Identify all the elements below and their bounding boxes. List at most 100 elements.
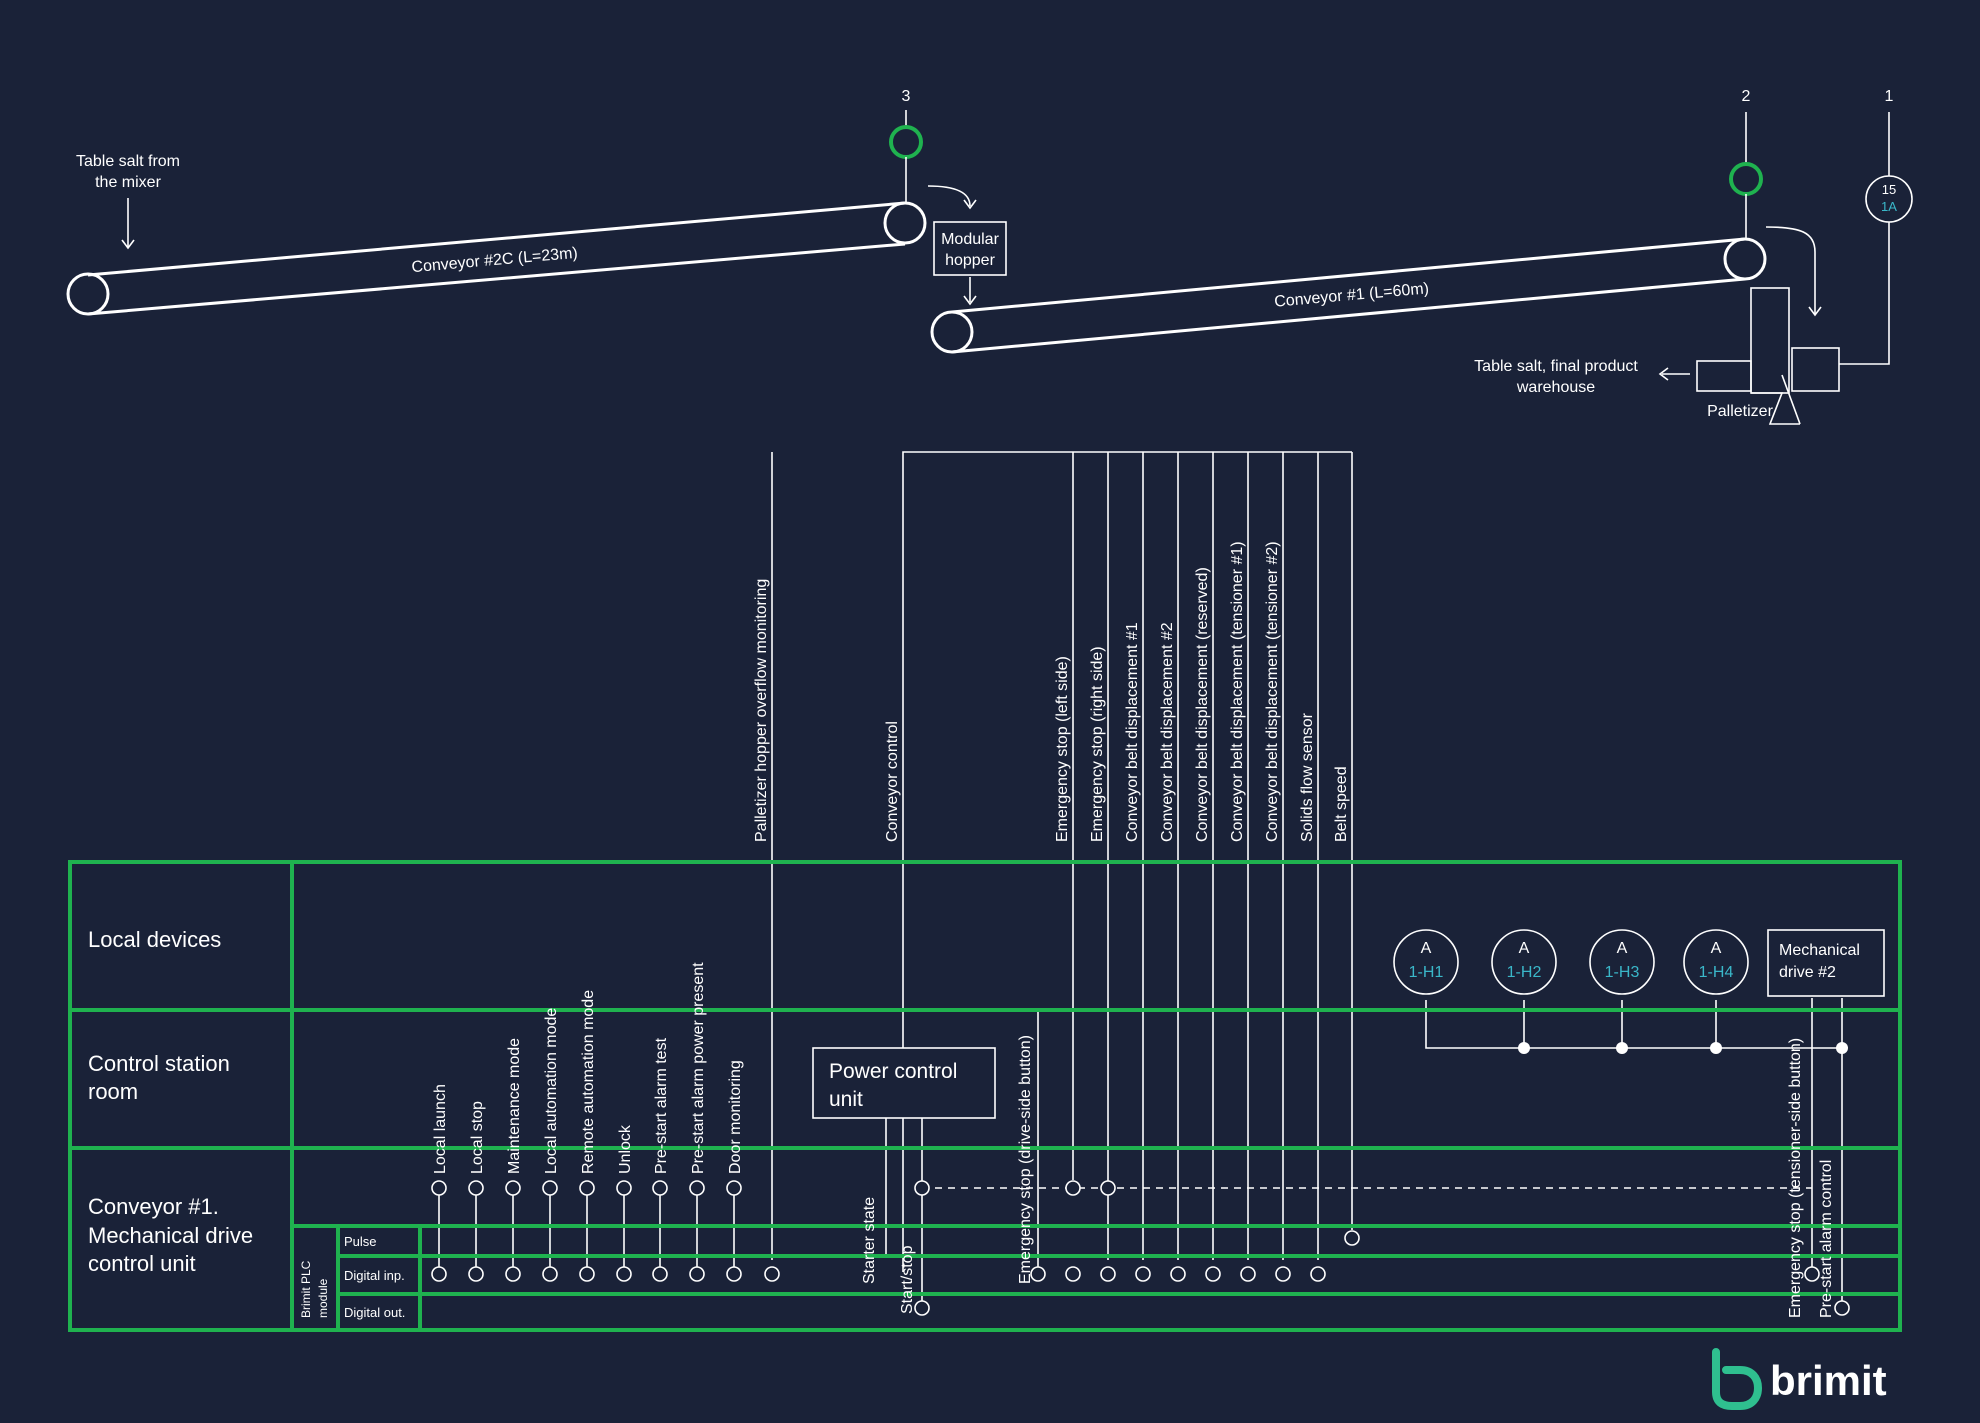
label-palletizer-overflow: Palletizer hopper overflow monitoring xyxy=(753,579,770,842)
marker-2-label: 2 xyxy=(1742,88,1751,105)
conveyor-2c-label: Conveyor #2C (L=23m) xyxy=(411,245,579,276)
unit-signal-labels: Starter state Start/stop Emergency stop … xyxy=(861,1035,1835,1318)
junction-dot xyxy=(1836,1042,1848,1054)
label-solids-flow: Solids flow sensor xyxy=(1299,712,1316,842)
sub-digital-out: Digital out. xyxy=(344,1305,405,1320)
label-displacement-2: Conveyor belt displacement #2 xyxy=(1159,622,1176,842)
label-local-launch: Local launch xyxy=(432,1084,449,1174)
marker-1-label: 1 xyxy=(1885,88,1894,105)
label-local-automation-mode: Local automation mode xyxy=(543,1008,560,1174)
row-labels: Local devices Control station room Conve… xyxy=(88,927,405,1320)
heater-1-h4-id: 1-H4 xyxy=(1699,964,1734,981)
heater-1-h1-a: A xyxy=(1421,940,1432,957)
conveyor-2c: Conveyor #2C (L=23m) xyxy=(66,201,927,316)
brimit-logo-text: brimit xyxy=(1770,1357,1887,1404)
heater-1-h2: A 1-H2 xyxy=(1491,929,1557,995)
conveyor-2c-pulley-left xyxy=(66,272,110,316)
palletizer: Palletizer Table salt, final product war… xyxy=(1474,226,1840,425)
row-local-devices: Local devices xyxy=(88,927,221,952)
label-prestart-alarm-control: Pre-start alarm control xyxy=(1818,1160,1835,1318)
power-control-unit: Power control unit xyxy=(812,1047,996,1119)
label-prestart-alarm-test: Pre-start alarm test xyxy=(653,1037,670,1174)
sensor-2-icon xyxy=(1729,162,1763,196)
row-conveyor-unit-line2: Mechanical drive xyxy=(88,1223,253,1248)
label-local-stop: Local stop xyxy=(469,1101,486,1174)
label-starter-state: Starter state xyxy=(861,1197,878,1284)
power-control-line1: Power control xyxy=(829,1060,957,1083)
label-estop-right: Emergency stop (right side) xyxy=(1089,646,1106,842)
badge-top: 15 xyxy=(1882,182,1896,197)
marker-2: 2 xyxy=(1729,88,1763,238)
hopper-label-line1: Modular xyxy=(941,231,999,248)
junction-dot xyxy=(1518,1042,1530,1054)
source-label-line2: the mixer xyxy=(95,174,161,191)
terminal-nodes xyxy=(431,1180,1850,1316)
hopper-label-line2: hopper xyxy=(945,252,995,269)
label-displacement-1: Conveyor belt displacement #1 xyxy=(1124,622,1141,842)
plc-module-line2: module xyxy=(316,1278,330,1318)
power-control-line2: unit xyxy=(829,1088,863,1111)
heater-1-h1-icon xyxy=(1393,929,1459,995)
row-conveyor-unit-line1: Conveyor #1. xyxy=(88,1194,219,1219)
mech-drive-line2: drive #2 xyxy=(1779,964,1836,981)
mechanical-drive-2: Mechanical drive #2 xyxy=(1767,929,1885,997)
heater-1-h3-id: 1-H3 xyxy=(1605,964,1640,981)
label-start-stop: Start/stop xyxy=(899,1245,916,1314)
conveyor-2c-pulley-right xyxy=(883,201,927,245)
heater-1-h2-a: A xyxy=(1519,940,1530,957)
conveyor-1-label: Conveyor #1 (L=60m) xyxy=(1274,280,1430,310)
label-estop-left: Emergency stop (left side) xyxy=(1054,656,1071,842)
label-displacement-reserved: Conveyor belt displacement (reserved) xyxy=(1194,567,1211,842)
source-label: Table salt from the mixer xyxy=(76,153,180,250)
warehouse-label-line1: Table salt, final product xyxy=(1474,358,1638,375)
sub-pulse: Pulse xyxy=(344,1234,377,1249)
label-remote-automation-mode: Remote automation mode xyxy=(580,990,597,1174)
label-displacement-tensioner-2: Conveyor belt displacement (tensioner #2… xyxy=(1264,541,1281,842)
marker-3: 3 xyxy=(889,88,923,203)
heater-1-h3: A 1-H3 xyxy=(1589,929,1655,995)
conveyor-1: Conveyor #1 (L=60m) xyxy=(930,237,1767,354)
heater-1-h4: A 1-H4 xyxy=(1683,929,1749,995)
label-maintenance-mode: Maintenance mode xyxy=(506,1038,523,1174)
heater-1-h3-a: A xyxy=(1617,940,1628,957)
label-door-monitoring: Door monitoring xyxy=(727,1060,744,1174)
brimit-logo: brimit xyxy=(1712,1348,1887,1410)
junction-dot xyxy=(1710,1042,1722,1054)
plc-module-line1: Brimit PLC xyxy=(299,1260,313,1318)
row-conveyor-unit-line3: control unit xyxy=(88,1251,196,1276)
label-belt-speed: Belt speed xyxy=(1333,766,1350,842)
conveyor-1-pulley-left xyxy=(930,310,974,354)
palletizer-label: Palletizer xyxy=(1707,403,1773,420)
label-displacement-tensioner-1: Conveyor belt displacement (tensioner #1… xyxy=(1229,541,1246,842)
top-signal-labels: Palletizer hopper overflow monitoring Co… xyxy=(753,541,1350,842)
label-estop-tensioner-side: Emergency stop (tensioner-side button) xyxy=(1787,1038,1804,1318)
row-control-station-line1: Control station xyxy=(88,1051,230,1076)
heater-1-h4-icon xyxy=(1683,929,1749,995)
station-signal-labels: Local launch Local stop Maintenance mode… xyxy=(432,962,744,1174)
signal-lines xyxy=(438,451,1843,1308)
signal-table-grid xyxy=(68,860,1902,1332)
sub-digital-inp: Digital inp. xyxy=(344,1268,405,1283)
marker-1: 1 15 1A xyxy=(1839,88,1913,365)
label-estop-drive-side: Emergency stop (drive-side button) xyxy=(1017,1035,1034,1284)
heater-1-h2-icon xyxy=(1491,929,1557,995)
sensor-3-icon xyxy=(889,125,923,159)
mech-drive-line1: Mechanical xyxy=(1779,942,1860,959)
label-prestart-alarm-power: Pre-start alarm power present xyxy=(690,962,707,1174)
brimit-logo-icon xyxy=(1712,1348,1763,1410)
marker-3-label: 3 xyxy=(902,88,911,105)
heater-1-h4-a: A xyxy=(1711,940,1722,957)
heater-1-h3-icon xyxy=(1589,929,1655,995)
heater-1-h1-id: 1-H1 xyxy=(1409,964,1444,981)
label-unlock: Unlock xyxy=(617,1124,634,1174)
heater-1-h1: A 1-H1 xyxy=(1393,929,1459,995)
junction-dot xyxy=(1616,1042,1628,1054)
badge-bottom: 1A xyxy=(1881,199,1897,214)
conveyor-1-pulley-right xyxy=(1723,237,1767,281)
modular-hopper: Modular hopper xyxy=(927,185,1007,306)
label-conveyor-control: Conveyor control xyxy=(884,721,901,842)
warehouse-label-line2: warehouse xyxy=(1516,379,1595,396)
source-label-line1: Table salt from xyxy=(76,153,180,170)
row-control-station-line2: room xyxy=(88,1079,138,1104)
